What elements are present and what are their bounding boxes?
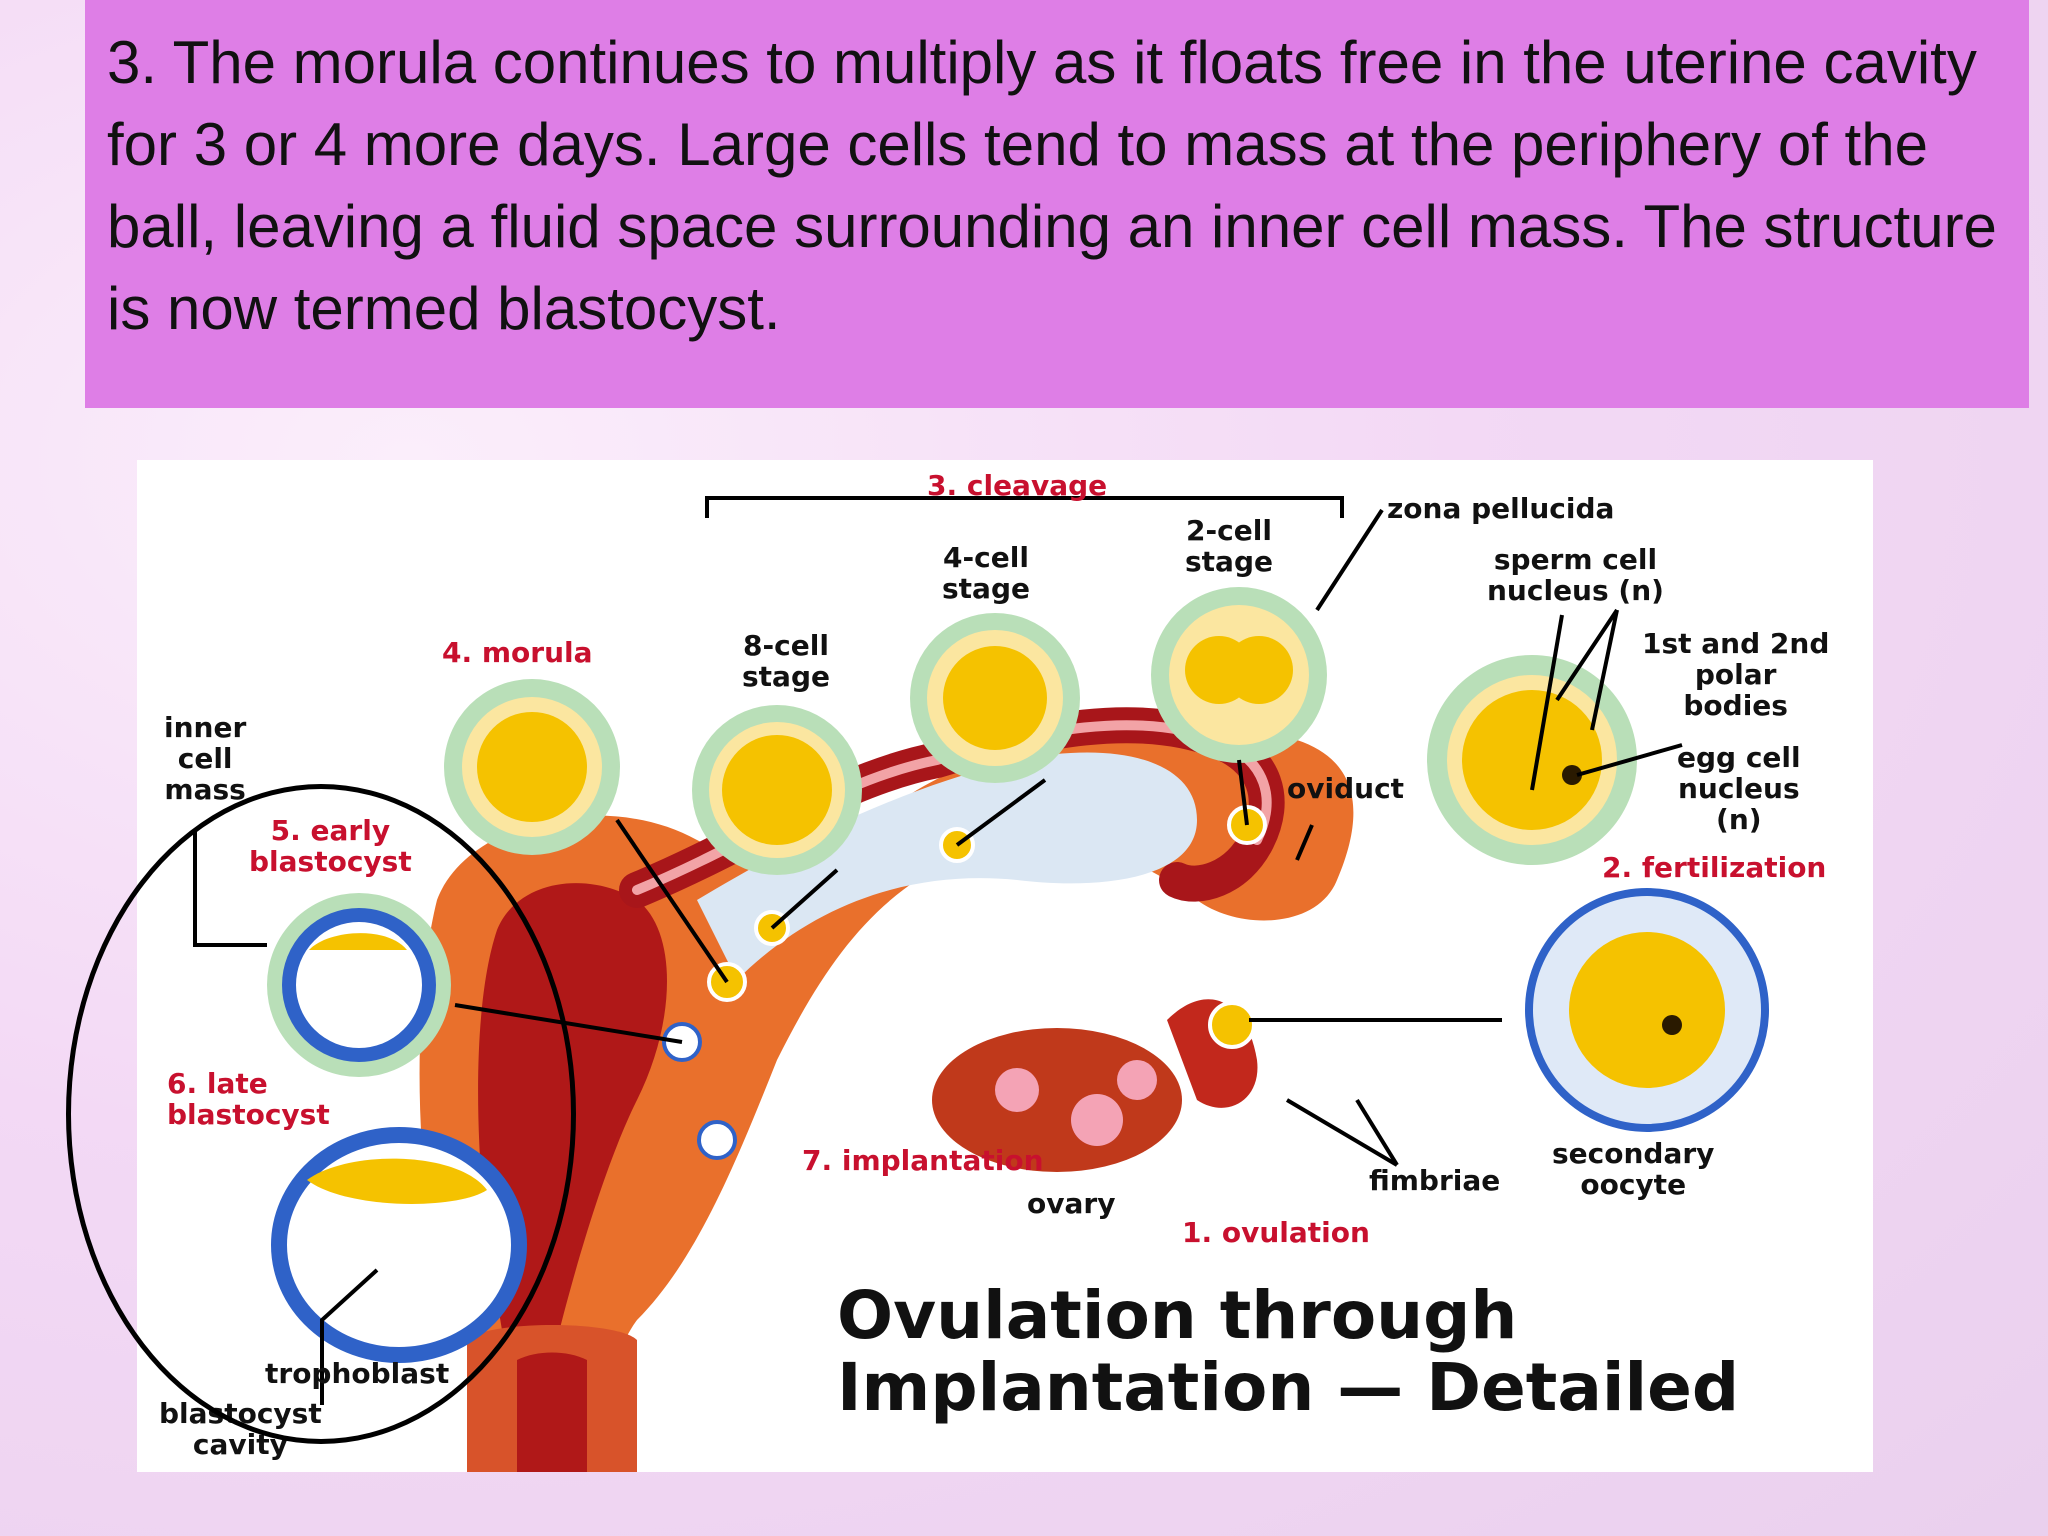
banner-paragraph: 3. The morula continues to multiply as i… xyxy=(107,29,1997,342)
peritoneal-space xyxy=(697,752,1197,980)
label-2-cell-stage: 2-cell stage xyxy=(1185,514,1273,578)
label-inner-cell-mass: inner cell mass xyxy=(164,711,247,806)
uterus-shape xyxy=(419,719,1354,1472)
diagram-title: Ovulation through Implantation — Detaile… xyxy=(837,1277,1740,1426)
label-morula: 4. morula xyxy=(442,636,593,669)
label-cleavage: 3. cleavage xyxy=(927,469,1108,502)
label-8-cell-stage: 8-cell stage xyxy=(742,629,830,693)
label-zona-pellucida: zona pellucida xyxy=(1387,492,1615,525)
label-fimbriae: fimbriae xyxy=(1369,1164,1501,1197)
four-cell-stage xyxy=(910,613,1080,783)
eight-cell-stage xyxy=(692,705,862,875)
ovary-shape xyxy=(932,1028,1182,1172)
label-ovulation: 1. ovulation xyxy=(1182,1216,1370,1249)
label-fertilization: 2. fertilization xyxy=(1602,851,1827,884)
two-cell-stage xyxy=(1151,587,1327,763)
label-secondary-oocyte: secondary oocyte xyxy=(1552,1137,1715,1201)
text-banner: 3. The morula continues to multiply as i… xyxy=(85,0,2029,408)
fertilization-stage xyxy=(1427,655,1637,865)
label-implantation: 7. implantation xyxy=(802,1144,1044,1177)
label-4-cell-stage: 4-cell stage xyxy=(942,541,1030,605)
highlight-oval xyxy=(66,784,576,1444)
label-polar-bodies: 1st and 2nd polar bodies xyxy=(1642,627,1830,722)
label-egg-nucleus: egg cell nucleus (n) xyxy=(1677,741,1801,836)
morula-stage xyxy=(444,679,620,855)
label-sperm-nucleus: sperm cell nucleus (n) xyxy=(1487,543,1664,607)
label-ovary: ovary xyxy=(1027,1187,1116,1220)
secondary-oocyte xyxy=(1525,888,1769,1132)
label-oviduct: oviduct xyxy=(1287,772,1405,805)
